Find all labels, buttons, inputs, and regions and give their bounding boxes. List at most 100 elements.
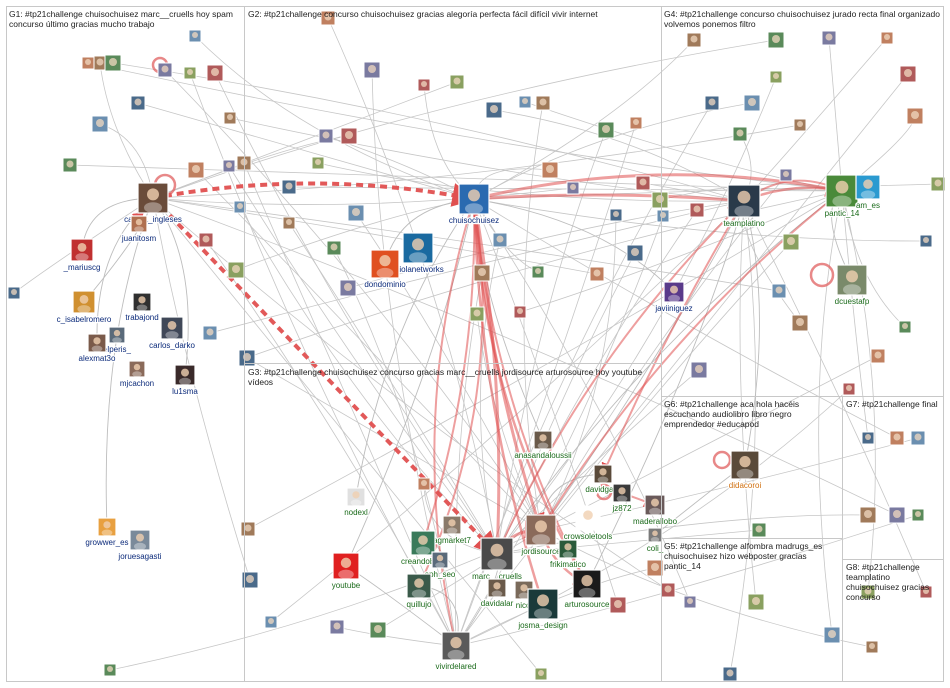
node-mjcachon[interactable]: mjcachon [119, 360, 155, 389]
node-jordisource[interactable]: jordisource [519, 514, 562, 557]
avatar-body-icon [518, 592, 530, 599]
node-javiiniguez[interactable]: javiiniguez [653, 281, 694, 314]
node-frikimatico[interactable]: frikimatico [549, 539, 588, 570]
node-chuisochuisez[interactable]: chuisochuisez [448, 183, 500, 226]
avatar-face-icon [570, 184, 576, 190]
avatar-face-icon [344, 283, 352, 291]
group-label-g6: G6: #tp21challenge aca hola hacéis escuc… [664, 399, 800, 429]
avatar-face-icon [904, 69, 912, 77]
node-davidalar[interactable]: davidalar [480, 578, 515, 609]
avatar-face-icon [693, 205, 701, 213]
grey-edge [317, 162, 745, 202]
avatar-face-icon [772, 35, 780, 43]
group-label-g1: G1: #tp21challenge chuisochuisez marc__c… [9, 9, 233, 29]
avatar-head-icon [863, 179, 873, 189]
node-label: josma_design [517, 621, 567, 630]
node-agmarket7[interactable]: agmarket7 [432, 515, 473, 546]
node-am_es[interactable]: am_es [855, 174, 881, 211]
node-trabajond[interactable]: trabajond [124, 292, 160, 323]
grey-edge [455, 567, 656, 647]
node-oph_seo[interactable]: oph_seo [423, 551, 457, 580]
avatar-body-icon [843, 284, 861, 295]
panel-g8 [842, 559, 944, 682]
node-coli_[interactable]: coli_ [646, 527, 665, 554]
avatar-face-icon [539, 98, 547, 106]
avatar-face-icon [237, 203, 243, 209]
avatar-face-icon [914, 433, 922, 441]
node-growwer_es[interactable]: growwer_es [84, 517, 130, 548]
avatar-head-icon [147, 188, 159, 201]
node-didacoroi[interactable]: didacoroi [728, 450, 763, 491]
node-nicol[interactable]: nicol [514, 580, 534, 611]
node-anasandaloussii[interactable]: anasandaloussii [513, 430, 573, 461]
node-juanitosm[interactable]: juanitosm [120, 215, 158, 244]
avatar-face-icon [202, 235, 210, 243]
node-alexmat3o[interactable]: alexmat3o [77, 333, 117, 364]
grey-edge [480, 239, 501, 555]
avatar-body-icon [338, 569, 354, 579]
node-carlos_darko[interactable]: carlos_darko [148, 316, 197, 351]
avatar-head-icon [581, 575, 593, 587]
node-label: joruesagasti [117, 552, 161, 561]
node-arturosource[interactable]: arturosource [563, 569, 611, 610]
node-nodexl[interactable]: nodexl [343, 487, 369, 518]
avatar-body-icon [668, 294, 680, 302]
node-maderallobo[interactable]: maderallobo [632, 494, 679, 527]
avatar-face-icon [690, 35, 698, 43]
grey-edge [473, 198, 927, 242]
avatar-body-icon [649, 507, 661, 515]
mention-edge [473, 198, 588, 586]
node-marc__cruells[interactable]: marc__cruells [471, 537, 523, 582]
node-teamplatino[interactable]: teamplatino [722, 184, 766, 229]
node-quillujo[interactable]: quillujo [405, 573, 433, 610]
node-_mariuscg[interactable]: _mariuscg [61, 238, 102, 273]
avatar-face-icon [134, 98, 142, 106]
avatar-face-icon [546, 165, 554, 173]
node-lu1sma[interactable]: lu1sma [171, 364, 200, 397]
node-elperis_[interactable]: elperis_ [102, 326, 133, 355]
avatar-face-icon [787, 237, 795, 245]
avatar-head-icon [77, 242, 87, 252]
avatar-body-icon [447, 649, 465, 661]
avatar-face-icon [915, 511, 921, 517]
avatar-face-icon [825, 33, 833, 41]
node-label: anasandaloussii [514, 451, 572, 460]
avatar-head-icon [564, 543, 572, 551]
avatar-head-icon [846, 270, 858, 283]
node-c_isabelromero[interactable]: c_isabelromero [55, 290, 113, 325]
avatar-face-icon [243, 353, 251, 361]
grey-edge [473, 198, 691, 603]
avatar-face-icon [517, 308, 523, 314]
node-josma_design[interactable]: josma_design [516, 588, 569, 631]
avatar-head-icon [737, 190, 751, 204]
node-dondominio[interactable]: dondominio [363, 249, 407, 290]
node-campa_ingleses[interactable]: campa_ingleses [123, 182, 183, 225]
node-crowsoletools[interactable]: crowsoletools [563, 505, 613, 542]
avatar-face-icon [368, 65, 376, 73]
avatar-body-icon [91, 345, 103, 353]
avatar-face-icon [192, 165, 200, 173]
node-label: elperis_ [103, 345, 132, 354]
node-label: dondominio [364, 280, 406, 289]
node-label: nicol [516, 601, 533, 610]
node-dcuestafp[interactable]: dcuestafp [833, 264, 871, 307]
node-creandoblog[interactable]: creandoblog [400, 530, 446, 567]
node-youtube[interactable]: youtube [331, 552, 362, 591]
avatar-body-icon [136, 304, 148, 312]
node-jz872[interactable]: jz872 [610, 483, 633, 514]
node-davidgaro[interactable]: davidgaro [584, 464, 622, 495]
avatar-head-icon [490, 543, 504, 557]
grey-edge [246, 357, 542, 531]
avatar-head-icon [520, 584, 528, 592]
avatar-body-icon [616, 495, 628, 503]
node-vivirdelared[interactable]: vivirdelared [434, 631, 478, 672]
avatar-face-icon [874, 351, 882, 359]
avatar-body-icon [415, 546, 431, 555]
avatar-face-icon [192, 32, 198, 38]
node-joruesagasti[interactable]: joruesagasti [116, 529, 163, 562]
avatar-head-icon [113, 329, 121, 337]
avatar-face-icon [232, 265, 240, 273]
avatar-head-icon [133, 363, 141, 371]
node-raiolanetworks[interactable]: raiolanetworks [391, 232, 445, 275]
